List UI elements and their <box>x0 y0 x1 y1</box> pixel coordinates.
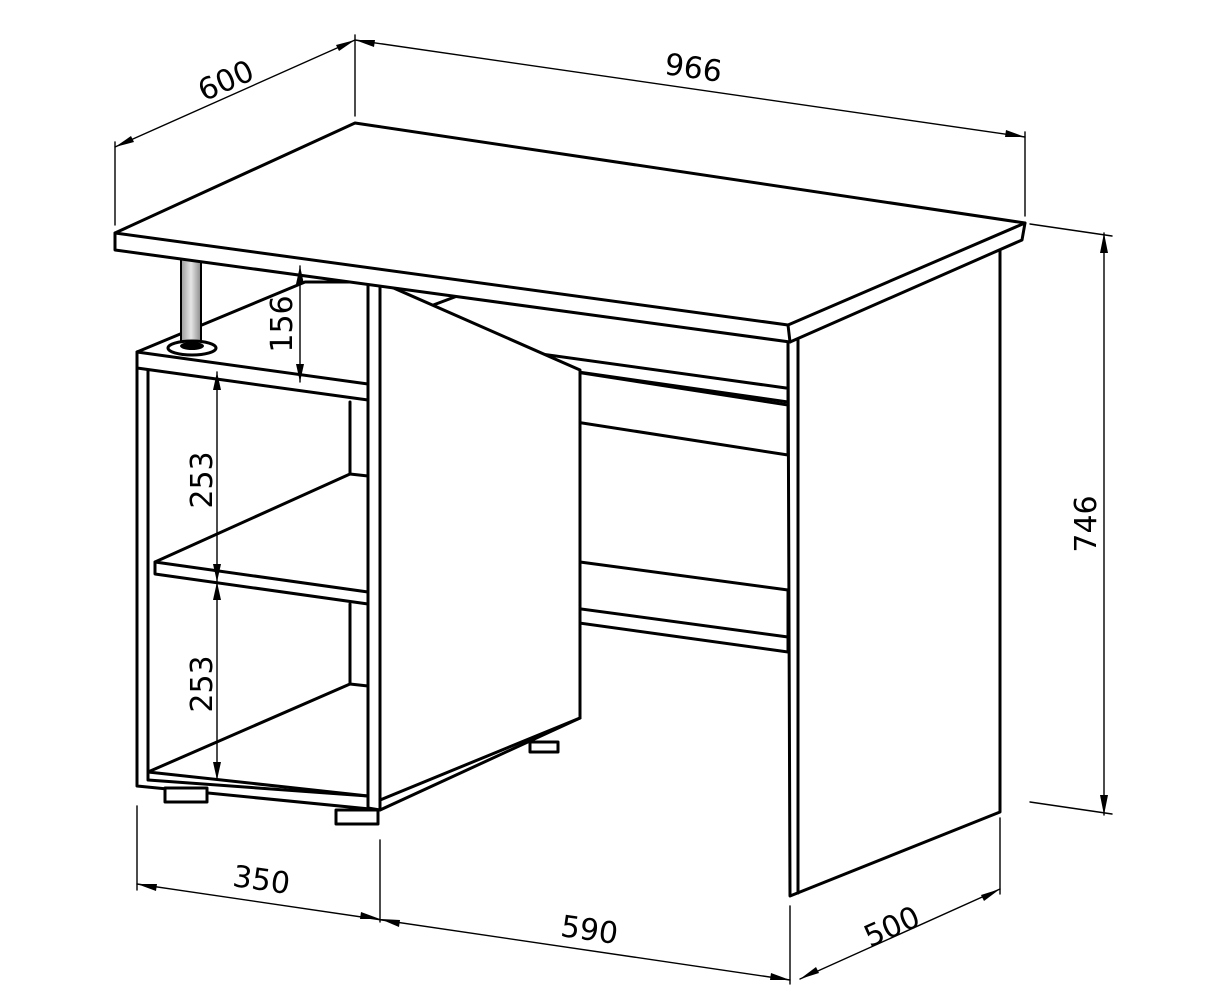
dim-knee-space-width: 590 <box>559 909 621 952</box>
dim-height-total: 746 <box>1069 495 1104 552</box>
dim-width-total: 966 <box>663 47 725 90</box>
dimension-lines <box>114 34 1113 985</box>
right-side-panel <box>786 246 1002 898</box>
cabinet-middle-shelf <box>153 472 370 606</box>
support-leg <box>166 255 218 357</box>
foot-front-right <box>334 808 380 826</box>
cabinet-bottom-shelf <box>146 682 370 798</box>
dim-shelf-gap-upper: 253 <box>185 451 220 508</box>
dim-cabinet-width: 350 <box>231 859 293 902</box>
dim-side-depth: 500 <box>859 900 926 955</box>
cabinet-top <box>135 280 370 402</box>
foot-front-left <box>163 786 209 804</box>
foot-back <box>528 740 560 754</box>
dim-top-shelf-gap: 156 <box>265 295 300 352</box>
dim-shelf-gap-lower: 253 <box>185 655 220 712</box>
desktop-top <box>113 121 1027 344</box>
desk-body <box>113 121 1027 898</box>
dim-depth-top: 600 <box>193 54 260 109</box>
cabinet-right-panel <box>366 280 382 812</box>
